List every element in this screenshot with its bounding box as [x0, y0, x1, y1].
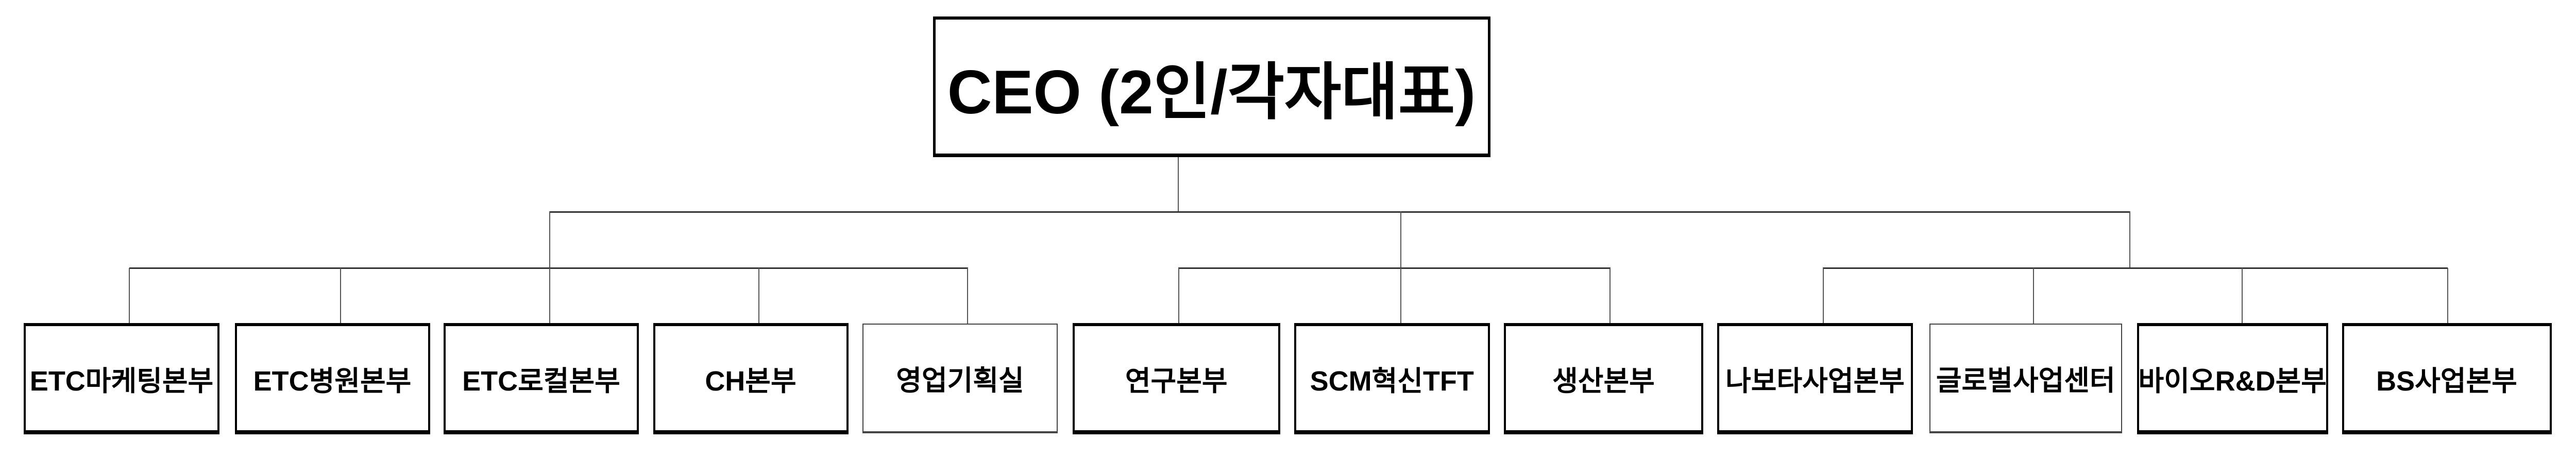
dept-label: 글로벌사업센터: [1936, 365, 2115, 396]
dept-label: BS사업본부: [2376, 365, 2517, 397]
connector-group1-bus: [129, 267, 968, 269]
dept-label: ETC로컬본부: [462, 365, 620, 397]
dept-research: 연구본부: [1072, 323, 1280, 434]
ceo-box: CEO (2인/각자대표): [933, 16, 1490, 157]
dept-bs: BS사업본부: [2342, 323, 2552, 434]
dept-label: SCM혁신TFT: [1310, 365, 1474, 397]
connector-group2-bus: [1178, 267, 1611, 269]
dept-scm-tft: SCM혁신TFT: [1294, 323, 1490, 434]
connector-drop: [1178, 268, 1179, 324]
connector-drop: [2033, 268, 2034, 324]
connector-drop: [129, 268, 130, 324]
dept-label: 생산본부: [1552, 365, 1655, 397]
ceo-label: CEO (2인/각자대표): [947, 58, 1476, 127]
dept-label: 나보타사업본부: [1725, 365, 1905, 397]
connector-group3-bus: [1823, 267, 2448, 269]
dept-production: 생산본부: [1504, 323, 1703, 434]
connector-drop: [1400, 268, 1401, 324]
dept-label: CH본부: [705, 365, 796, 397]
connector-drop: [1823, 268, 1824, 324]
connector-drop: [2447, 268, 2448, 324]
connector-group1-down: [549, 211, 550, 269]
connector-group2-down: [1400, 211, 1401, 269]
connector-drop: [549, 268, 550, 324]
connector-drop: [967, 268, 968, 324]
dept-label: 바이오R&D본부: [2138, 365, 2327, 397]
connector-top-bus: [549, 211, 2130, 213]
dept-ch: CH본부: [653, 323, 849, 434]
dept-etc-local: ETC로컬본부: [444, 323, 639, 434]
dept-label: ETC병원본부: [253, 365, 412, 397]
dept-etc-marketing: ETC마케팅본부: [24, 323, 219, 434]
dept-nabota: 나보타사업본부: [1717, 323, 1913, 434]
connector-drop: [1609, 268, 1611, 324]
connector-group3-down: [2129, 211, 2130, 269]
connector-drop: [340, 268, 341, 324]
dept-sales-planning: 영업기획실: [862, 324, 1058, 433]
dept-etc-hospital: ETC병원본부: [234, 323, 430, 434]
dept-global: 글로벌사업센터: [1929, 324, 2122, 433]
connector-drop: [2241, 268, 2243, 324]
dept-bio-rnd: 바이오R&D본부: [2137, 323, 2328, 434]
dept-label: 영업기획실: [896, 365, 1024, 396]
dept-label: ETC마케팅본부: [29, 365, 214, 397]
connector-ceo-down: [1177, 157, 1179, 212]
dept-label: 연구본부: [1125, 365, 1228, 397]
connector-drop: [758, 268, 759, 324]
